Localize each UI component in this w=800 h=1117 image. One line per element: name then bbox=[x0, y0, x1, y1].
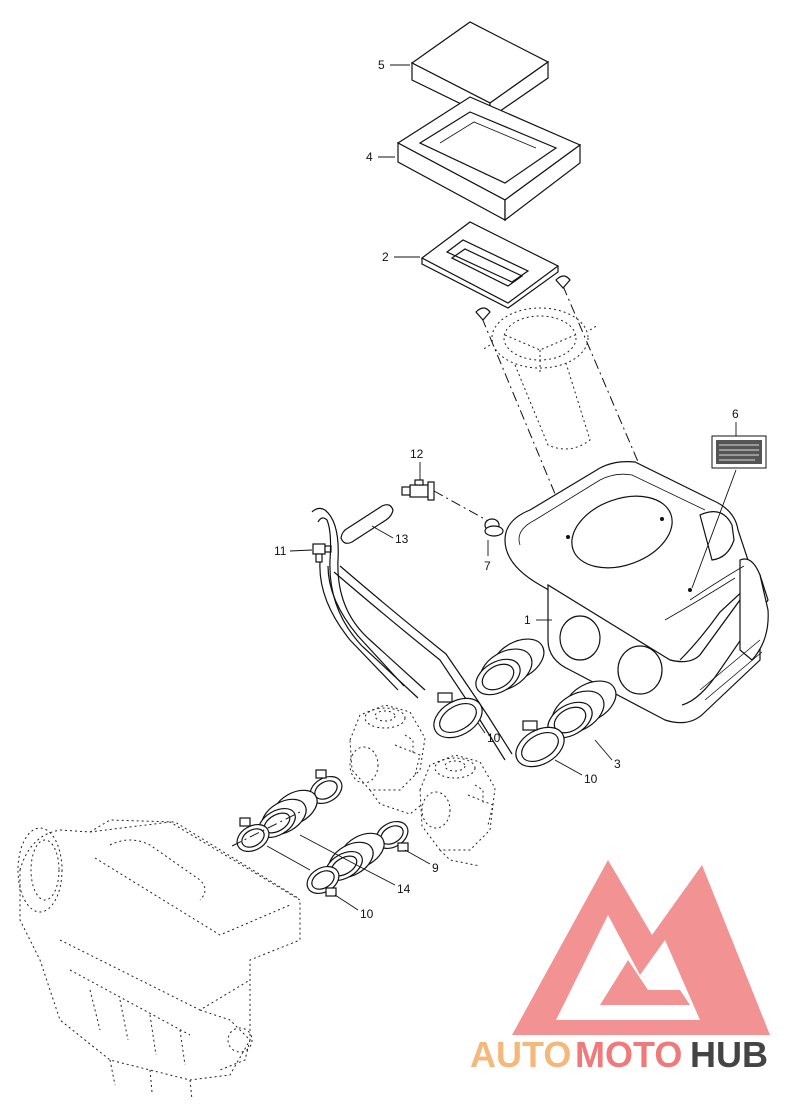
carburetor-left bbox=[349, 704, 426, 815]
automotohub-logo bbox=[512, 860, 770, 1035]
svg-text:MOTO: MOTO bbox=[575, 1034, 682, 1075]
callout-11: 11 bbox=[274, 544, 287, 558]
part-3-adaptor-upper bbox=[475, 638, 545, 696]
callout-7: 7 bbox=[484, 559, 491, 573]
part-10-clamp-c bbox=[306, 865, 340, 897]
callout-5: 5 bbox=[378, 58, 385, 72]
part-6-label-decal bbox=[711, 435, 767, 469]
part-2-plate bbox=[420, 221, 560, 309]
callout-10-middle: 10 bbox=[584, 772, 598, 786]
screw-left bbox=[475, 307, 491, 321]
callout-4: 4 bbox=[366, 150, 373, 164]
callout-12: 12 bbox=[410, 447, 424, 461]
callout-10-lower: 10 bbox=[360, 907, 374, 921]
part-12-tee-fitting bbox=[401, 479, 435, 501]
part-10-clamp-b bbox=[236, 817, 270, 853]
callout-13: 13 bbox=[395, 532, 409, 546]
part-10-clamp-upper bbox=[433, 692, 483, 739]
part-1-air-box bbox=[504, 461, 769, 724]
callout-3: 3 bbox=[614, 757, 621, 771]
part-10-clamp-middle bbox=[515, 720, 565, 768]
carburetor-right bbox=[419, 754, 496, 867]
part-3-adaptor-lower bbox=[547, 680, 617, 739]
callout-10-upper: 10 bbox=[487, 731, 501, 745]
engine bbox=[17, 819, 301, 1101]
part-10-clamp-a bbox=[309, 769, 343, 805]
svg-text:AUTO: AUTO bbox=[470, 1034, 571, 1075]
callout-2: 2 bbox=[382, 250, 389, 264]
automotohub-wordmark: AUTO MOTO HUB bbox=[470, 1034, 768, 1075]
callout-6: 6 bbox=[732, 407, 739, 421]
callout-14: 14 bbox=[397, 882, 411, 896]
callout-9: 9 bbox=[432, 861, 439, 875]
svg-text:HUB: HUB bbox=[690, 1034, 768, 1075]
part-7-grommet bbox=[484, 518, 504, 537]
part-5-filter-pad bbox=[410, 21, 550, 120]
callout-1: 1 bbox=[524, 613, 531, 627]
intake-funnel bbox=[481, 307, 599, 450]
part-11-fitting bbox=[312, 543, 332, 563]
part-4-filter-frame bbox=[396, 96, 582, 222]
screw-right bbox=[555, 275, 571, 289]
part-13-tube bbox=[340, 504, 394, 544]
